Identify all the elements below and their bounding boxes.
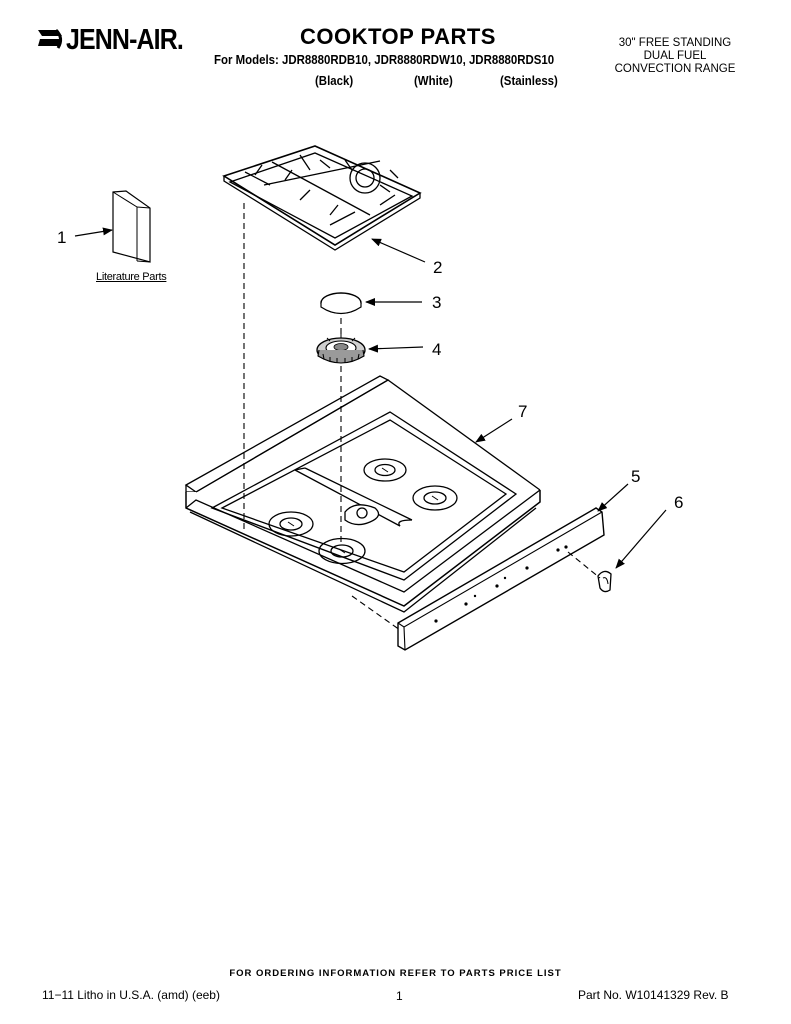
ordering-note: FOR ORDERING INFORMATION REFER TO PARTS … (229, 968, 562, 979)
finish-white: (White) (414, 73, 453, 88)
brand-flag-icon (38, 28, 63, 49)
part-number: Part No. W10141329 Rev. B (578, 988, 729, 1002)
callout-6: 6 (674, 493, 683, 512)
callout-1: 1 (57, 228, 66, 247)
assembly-lines (243, 203, 601, 631)
part-1-literature-booklet (112, 190, 151, 263)
leader-arrows (74, 227, 667, 569)
range-desc-line: 30" FREE STANDING (618, 37, 732, 49)
range-desc-line: CONVECTION RANGE (614, 63, 736, 75)
part-3-burner-cap (320, 292, 362, 315)
callout-7: 7 (518, 402, 527, 421)
part-2-burner-grate (222, 145, 422, 251)
page-number: 1 (396, 989, 403, 1003)
brand-logo: JENN-AIR. (36, 24, 216, 58)
page-title: COOKTOP PARTS (300, 24, 496, 49)
literature-parts-label: Literature Parts (96, 271, 167, 283)
litho-info: 11−11 Litho in U.S.A. (amd) (eeb) (42, 988, 220, 1002)
finish-black: (Black) (315, 73, 354, 88)
callout-5: 5 (631, 467, 640, 486)
part-6-knob-clip (597, 570, 612, 593)
range-description: 30" FREE STANDING DUAL FUEL CONVECTION R… (600, 37, 750, 76)
part-5-manifold-trim (397, 507, 605, 651)
callout-3: 3 (432, 293, 441, 312)
callout-4: 4 (432, 340, 441, 359)
models-line: For Models: JDR8880RDB10, JDR8880RDW10, … (214, 52, 555, 67)
part-7-cooktop-main-top (184, 375, 541, 613)
finish-stainless: (Stainless) (500, 73, 558, 88)
part-4-burner-base (316, 334, 366, 364)
callout-2: 2 (433, 258, 442, 277)
range-desc-line: DUAL FUEL (643, 50, 707, 62)
brand-wordmark: JENN-AIR. (66, 24, 184, 56)
